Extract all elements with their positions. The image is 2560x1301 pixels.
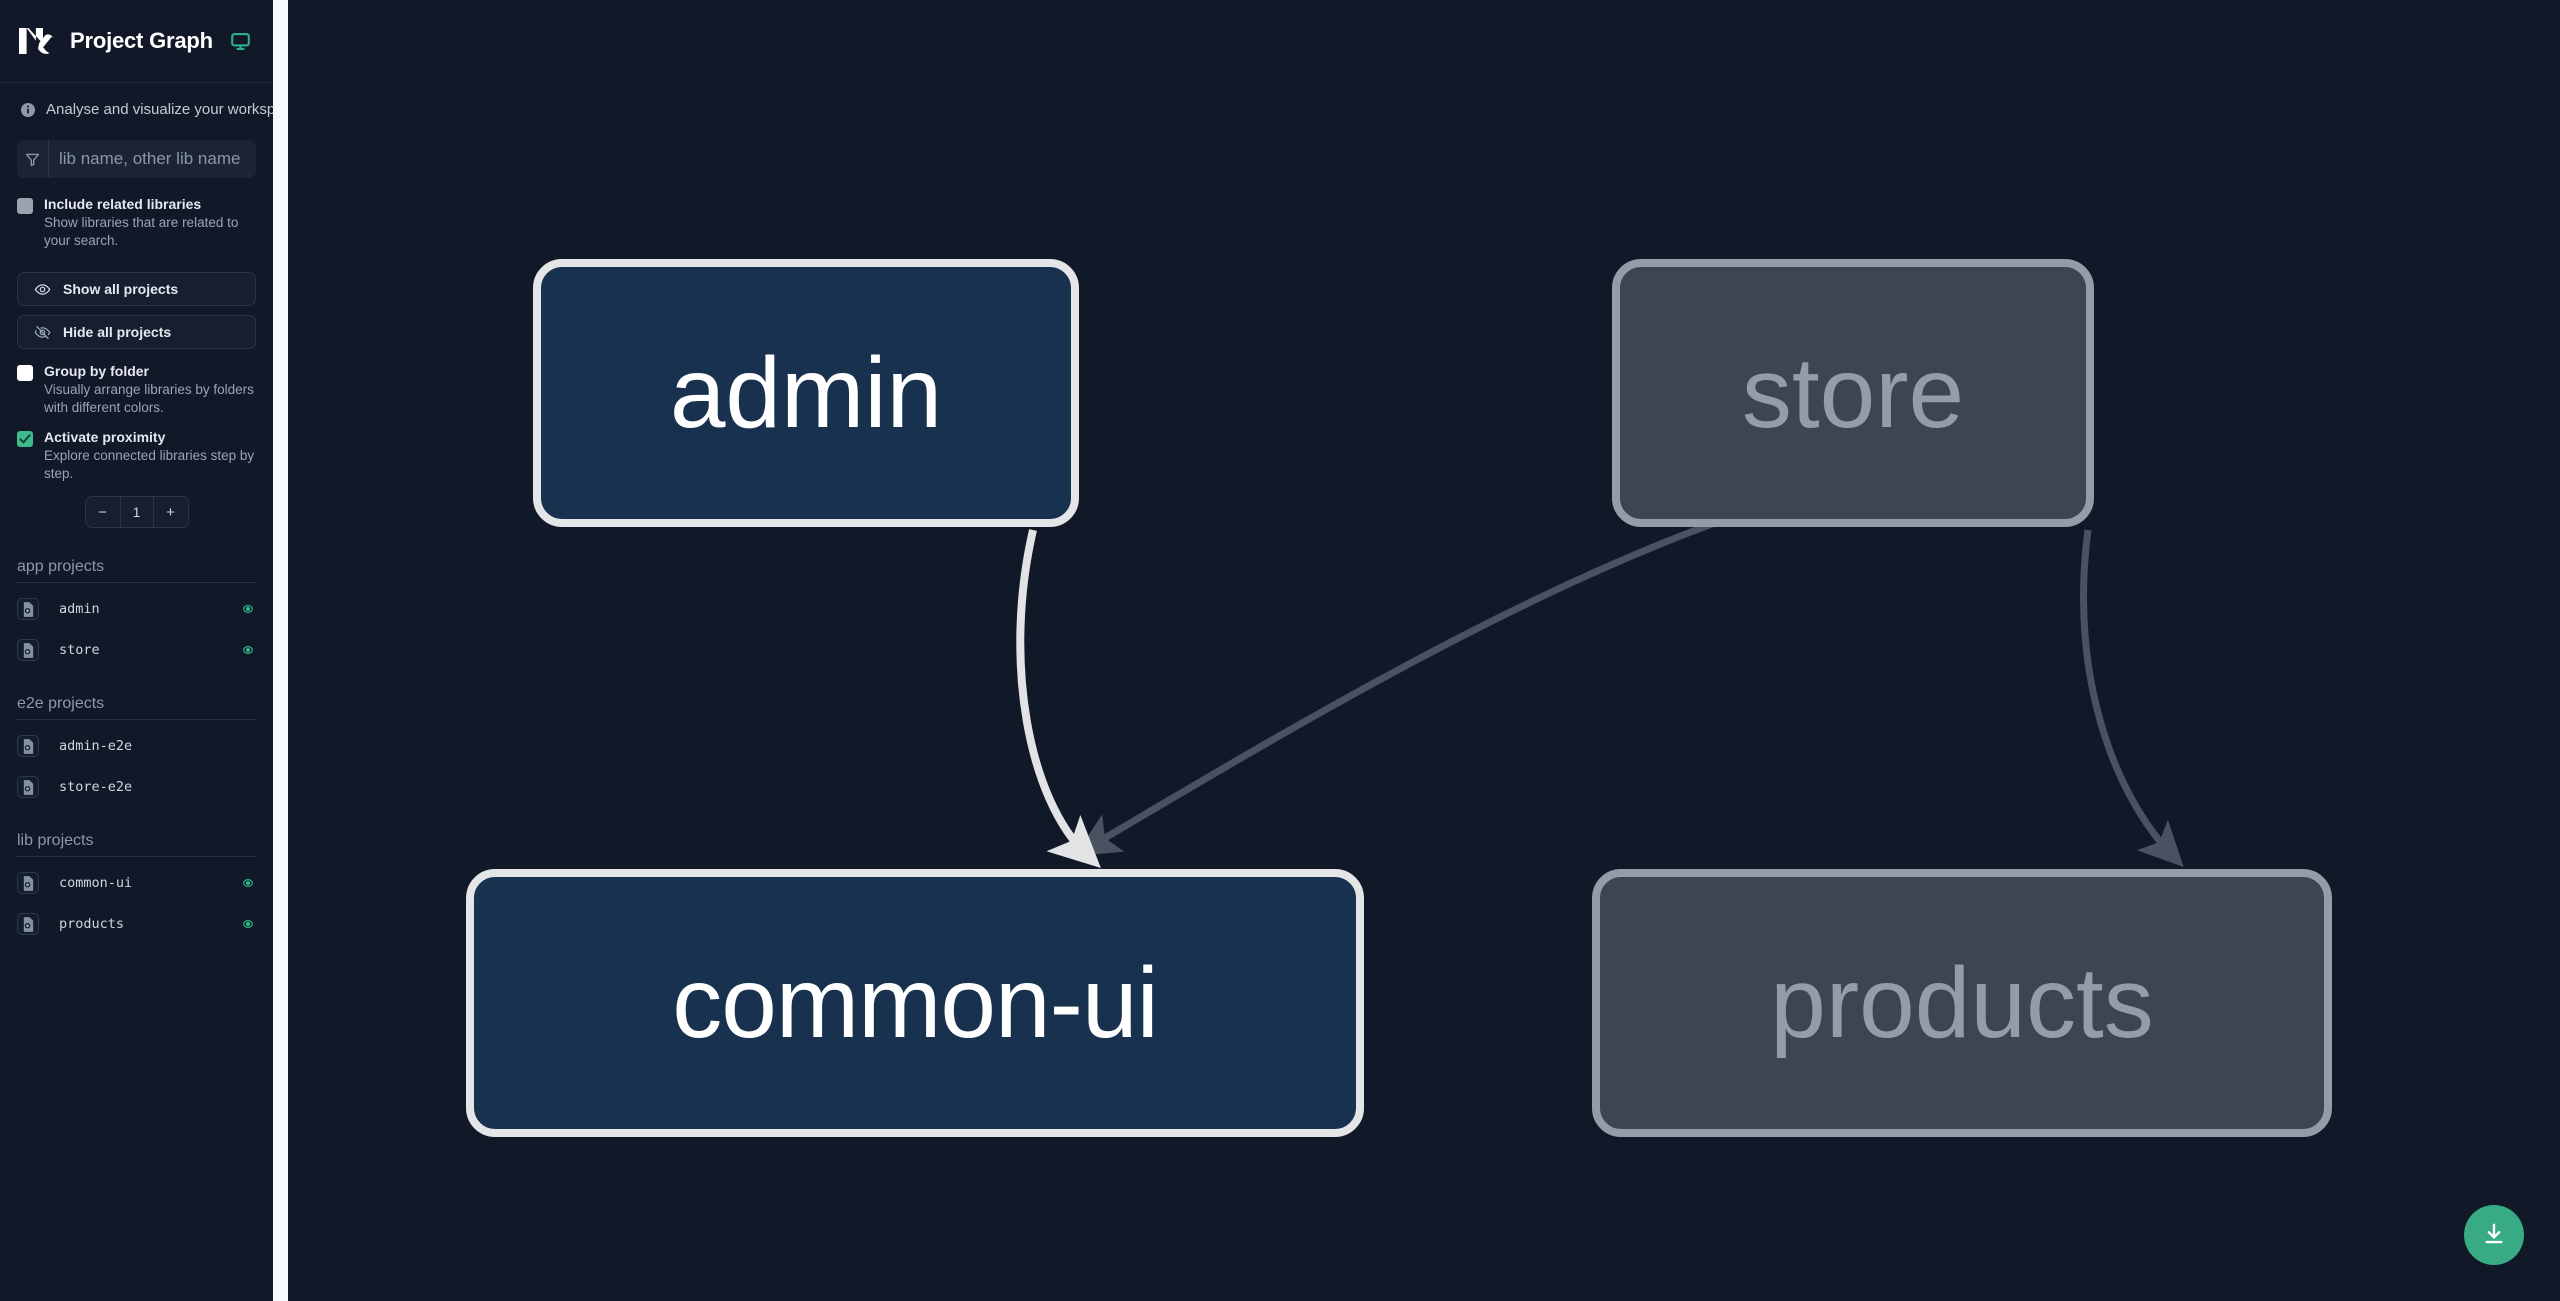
group-title: app projects: [17, 558, 105, 575]
sidebar: Project Graph Analyse and visualize your…: [0, 0, 273, 1301]
option-description: Visually arrange libraries by folders wi…: [44, 382, 254, 415]
graph-node-label: store: [1741, 337, 1965, 449]
monitor-icon[interactable]: [230, 30, 252, 52]
proximity-value: 1: [119, 497, 154, 527]
filter-icon: [17, 140, 49, 178]
group-title: e2e projects: [17, 695, 105, 712]
project-row-admin-e2e[interactable]: admin-e2e: [0, 731, 273, 761]
project-file-icon: [17, 639, 39, 661]
project-name: admin-e2e: [59, 738, 133, 754]
project-group-app: app projects admin: [0, 558, 273, 665]
visibility-buttons: Show all projects Hide all projects: [0, 272, 273, 349]
option-activate-proximity[interactable]: Activate proximity Explore connected lib…: [0, 428, 273, 483]
option-label: Activate proximity: [44, 429, 166, 445]
hide-all-projects-label: Hide all projects: [63, 324, 172, 340]
project-row-common-ui[interactable]: common-ui: [0, 868, 273, 898]
group-title: lib projects: [17, 832, 94, 849]
graph-node-admin[interactable]: admin: [533, 259, 1079, 527]
proximity-stepper: − 1 +: [17, 496, 256, 528]
graph-node-store[interactable]: store: [1612, 259, 2094, 527]
project-row-store[interactable]: store: [0, 635, 273, 665]
tagline: Analyse and visualize your workspace.: [0, 83, 273, 118]
graph-canvas[interactable]: admin store common-ui products: [288, 0, 2560, 1301]
sidebar-resizer[interactable]: [273, 0, 288, 1301]
edge-store-to-products: [2080, 529, 2184, 867]
option-description: Explore connected libraries step by step…: [44, 448, 255, 481]
project-row-products[interactable]: products: [0, 909, 273, 939]
project-name: products: [59, 916, 125, 932]
project-file-icon: [17, 735, 39, 757]
proximity-decrement-button[interactable]: −: [98, 503, 107, 521]
download-icon: [2481, 1221, 2507, 1250]
show-all-projects-button[interactable]: Show all projects: [17, 272, 256, 306]
project-group-lib: lib projects common-ui: [0, 832, 273, 939]
eye-outline-icon[interactable]: [240, 642, 256, 658]
divider: [17, 719, 256, 720]
option-group-by-folder[interactable]: Group by folder Visually arrange librari…: [0, 362, 273, 417]
checkbox-checked-icon[interactable]: [17, 431, 33, 447]
option-include-related-libraries[interactable]: Include related libraries Show libraries…: [0, 195, 273, 250]
eye-outline-icon[interactable]: [240, 875, 256, 891]
hide-all-projects-button[interactable]: Hide all projects: [17, 315, 256, 349]
checkbox-icon[interactable]: [17, 365, 33, 381]
search-input[interactable]: [49, 140, 256, 178]
divider: [17, 856, 256, 857]
proximity-increment-button[interactable]: +: [166, 503, 175, 521]
graph-node-products[interactable]: products: [1592, 869, 2332, 1137]
project-file-icon: [17, 598, 39, 620]
option-description: Show libraries that are related to your …: [44, 215, 239, 248]
project-name: common-ui: [59, 875, 133, 891]
option-label: Include related libraries: [44, 196, 202, 212]
divider: [17, 582, 256, 583]
project-row-admin[interactable]: admin: [0, 594, 273, 624]
project-row-store-e2e[interactable]: store-e2e: [0, 772, 273, 802]
project-file-icon: [17, 913, 39, 935]
show-all-projects-label: Show all projects: [63, 281, 179, 297]
project-name: admin: [59, 601, 100, 617]
eye-icon: [34, 281, 51, 298]
project-group-e2e: e2e projects admin-e2e: [0, 695, 273, 802]
sidebar-header: Project Graph: [0, 0, 273, 83]
project-name: store: [59, 642, 100, 658]
graph-node-label: admin: [669, 337, 943, 449]
nx-logo-icon: [17, 21, 57, 61]
edge-admin-to-common-ui: [1016, 529, 1101, 869]
project-file-icon: [17, 776, 39, 798]
download-graph-button[interactable]: [2464, 1205, 2524, 1265]
eye-off-icon: [34, 324, 51, 341]
eye-outline-icon[interactable]: [240, 601, 256, 617]
project-name: store-e2e: [59, 779, 133, 795]
checkbox-icon[interactable]: [17, 198, 33, 214]
search-field[interactable]: [17, 140, 256, 178]
tagline-text: Analyse and visualize your workspace.: [46, 101, 273, 118]
graph-node-common-ui[interactable]: common-ui: [466, 869, 1364, 1137]
eye-outline-icon[interactable]: [240, 916, 256, 932]
option-label: Group by folder: [44, 363, 149, 379]
info-icon: [20, 102, 36, 118]
graph-node-label: common-ui: [672, 947, 1159, 1059]
project-file-icon: [17, 872, 39, 894]
page-title: Project Graph: [70, 28, 213, 53]
graph-node-label: products: [1770, 947, 2154, 1059]
